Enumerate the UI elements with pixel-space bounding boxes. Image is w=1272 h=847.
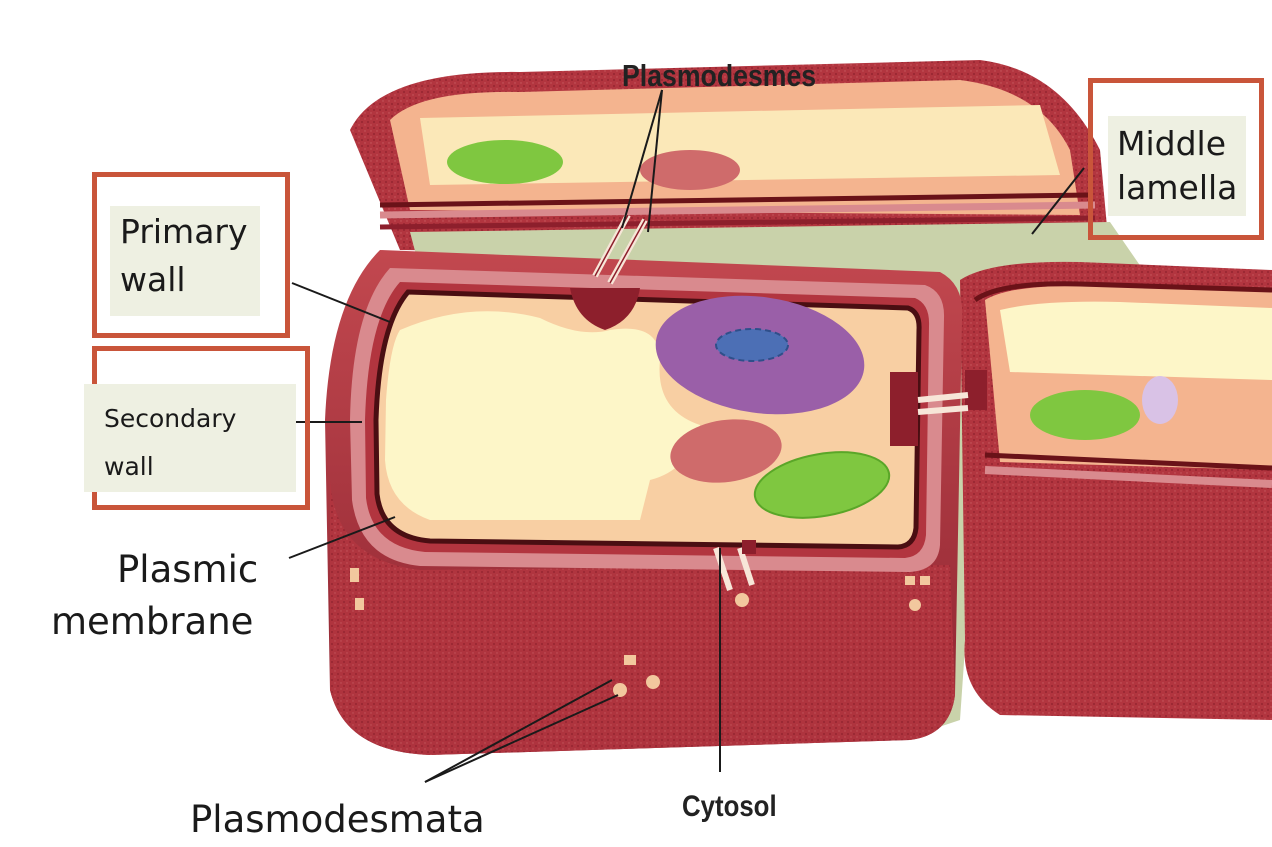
label-secondary-wall-1: Secondary (104, 404, 236, 433)
label-plasmodesmata: Plasmodesmata (190, 798, 485, 841)
label-plasmic-membrane-2: membrane (51, 600, 253, 643)
label-primary-wall-2: wall (120, 260, 186, 299)
right-cell (960, 262, 1272, 720)
nucleolus (716, 329, 788, 361)
chloroplast-right (1030, 390, 1140, 440)
label-cytosol: Cytosol (682, 790, 777, 824)
chloroplast-top (447, 140, 563, 184)
label-primary-wall-1: Primary (120, 212, 248, 251)
plasmodesma-right-pore (890, 372, 918, 446)
label-plasmic-membrane-1: Plasmic (117, 548, 258, 591)
label-middle-lamella-1: Middle (1117, 124, 1226, 163)
label-secondary-wall-2: wall (104, 452, 154, 481)
label-middle-lamella-2: lamella (1117, 168, 1237, 207)
label-plasmodesmes: Plasmodesmes (622, 58, 816, 94)
main-cell (325, 215, 987, 755)
